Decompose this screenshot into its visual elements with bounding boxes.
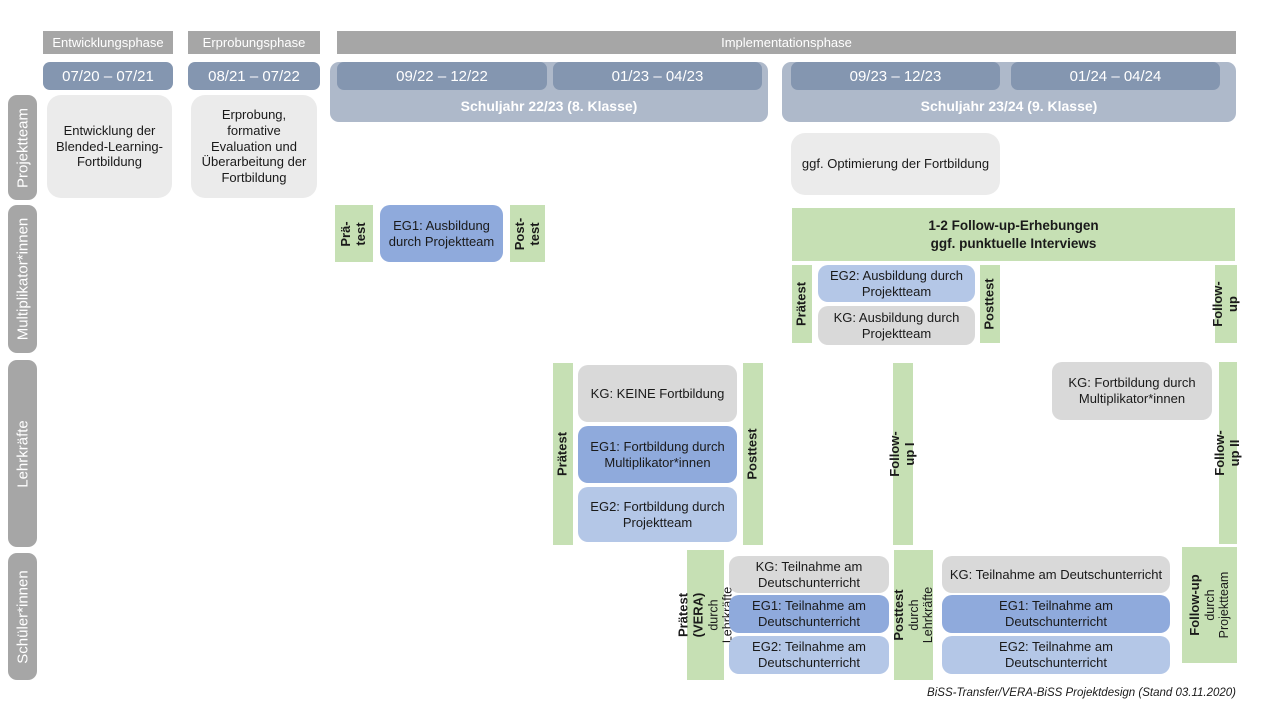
box-eg2-ausbildung-projektteam: EG2: Ausbildung durch Projektteam: [818, 265, 975, 302]
posttest-bar-lehrkraefte: Posttest: [743, 363, 763, 545]
row-label-text: Multiplikator*innen: [13, 217, 31, 341]
followup-label: Follow-up: [1210, 281, 1240, 327]
box-optimierung-fortbildung: ggf. Optimierung der Fortbildung: [791, 133, 1000, 195]
posttest-sublabel: durch Lehrkräfte: [906, 586, 935, 644]
praetest-vera-label: Prätest (VERA): [675, 592, 706, 638]
followup-2-label: Follow-up II: [1212, 430, 1242, 476]
box-erprobung-evaluation: Erprobung, formative Evaluation und Über…: [191, 95, 317, 198]
date-bar-01-23: 01/23 – 04/23: [553, 62, 762, 90]
posttest-bar-schueler: Posttest durch Lehrkräfte: [890, 550, 935, 680]
posttest-label: Post- test: [511, 217, 542, 250]
posttest-bar-multiplikatoren-sj2: Posttest: [980, 265, 1000, 343]
praetest-label: Prä- test: [338, 220, 368, 247]
banner-followup-erhebungen: 1-2 Follow-up-Erhebungen ggf. punktuelle…: [792, 208, 1235, 261]
row-label-projektteam: Projektteam: [8, 95, 37, 200]
row-label-schuelerinnen: Schüler*innen: [8, 553, 37, 680]
box-eg1-teilnahme-sj2: EG1: Teilnahme am Deutschunterricht: [942, 595, 1170, 633]
school-year-label: Schuljahr 22/23 (8. Klasse): [460, 98, 638, 114]
praetest-label: Prätest: [554, 431, 570, 477]
followup1-bar-lehrkraefte: Follow-up I: [887, 363, 917, 545]
posttest-label: Posttest: [890, 589, 906, 641]
phase-bar-implementationsphase: Implementationsphase: [337, 31, 1236, 54]
followup-label: Follow-up: [1186, 574, 1202, 636]
box-eg2-teilnahme-sj2: EG2: Teilnahme am Deutschunterricht: [942, 636, 1170, 674]
school-year-label: Schuljahr 23/24 (9. Klasse): [920, 98, 1098, 114]
praetest-bar-multiplikatoren-sj1: Prä- test: [335, 205, 373, 262]
date-bar-01-24: 01/24 – 04/24: [1011, 62, 1220, 90]
praetest-label: Prätest: [793, 281, 809, 327]
banner-text: 1-2 Follow-up-Erhebungen ggf. punktuelle…: [928, 217, 1099, 251]
box-kg-fortbildung-multiplikatoren: KG: Fortbildung durch Multiplikator*inne…: [1052, 362, 1212, 420]
box-eg1-fortbildung-multiplikatoren: EG1: Fortbildung durch Multiplikator*inn…: [578, 426, 737, 483]
box-kg-teilnahme-sj1: KG: Teilnahme am Deutschunterricht: [729, 556, 889, 593]
box-eg1-teilnahme-sj1: EG1: Teilnahme am Deutschunterricht: [729, 595, 889, 633]
phase-bar-erprobungsphase: Erprobungsphase: [188, 31, 320, 54]
row-label-text: Lehrkräfte: [13, 419, 31, 488]
followup-bar-schueler: Follow-up durch Projektteam: [1182, 547, 1237, 663]
box-entwicklung-fortbildung: Entwicklung der Blended-Learning-Fortbil…: [47, 95, 172, 198]
row-label-multiplikatorinnen: Multiplikator*innen: [8, 205, 37, 353]
row-label-text: Schüler*innen: [13, 569, 31, 664]
footer-caption: BiSS-Transfer/VERA-BiSS Projektdesign (S…: [927, 687, 1236, 699]
box-kg-teilnahme-sj2: KG: Teilnahme am Deutschunterricht: [942, 556, 1170, 593]
followup-bar-multiplikatoren: Follow-up: [1210, 265, 1240, 343]
phase-bar-entwicklungsphase: Entwicklungsphase: [43, 31, 173, 54]
posttest-bar-multiplikatoren-sj1: Post- test: [510, 205, 545, 262]
praetest-vera-bar-schueler: Prätest (VERA) durch Lehrkräfte: [675, 550, 734, 680]
date-bar-07-20: 07/20 – 07/21: [43, 62, 173, 90]
posttest-label: Posttest: [981, 278, 997, 330]
row-label-text: Projektteam: [13, 107, 31, 188]
box-kg-ausbildung-projektteam: KG: Ausbildung durch Projektteam: [818, 306, 975, 345]
date-bar-09-23: 09/23 – 12/23: [791, 62, 1000, 90]
praetest-bar-multiplikatoren-sj2: Prätest: [792, 265, 812, 343]
followup-1-label: Follow-up I: [887, 431, 917, 477]
followup2-bar-lehrkraefte: Follow-up II: [1212, 362, 1242, 544]
followup-sublabel: durch Projektteam: [1202, 571, 1231, 639]
box-eg2-teilnahme-sj1: EG2: Teilnahme am Deutschunterricht: [729, 636, 889, 674]
posttest-label: Posttest: [744, 428, 760, 480]
box-eg2-fortbildung-projektteam: EG2: Fortbildung durch Projektteam: [578, 487, 737, 542]
box-kg-keine-fortbildung: KG: KEINE Fortbildung: [578, 365, 737, 422]
date-bar-09-22: 09/22 – 12/22: [337, 62, 547, 90]
row-label-lehrkraefte: Lehrkräfte: [8, 360, 37, 547]
date-bar-08-21: 08/21 – 07/22: [188, 62, 320, 90]
box-eg1-ausbildung-projektteam: EG1: Ausbildung durch Projektteam: [380, 205, 503, 262]
praetest-bar-lehrkraefte: Prätest: [553, 363, 573, 545]
